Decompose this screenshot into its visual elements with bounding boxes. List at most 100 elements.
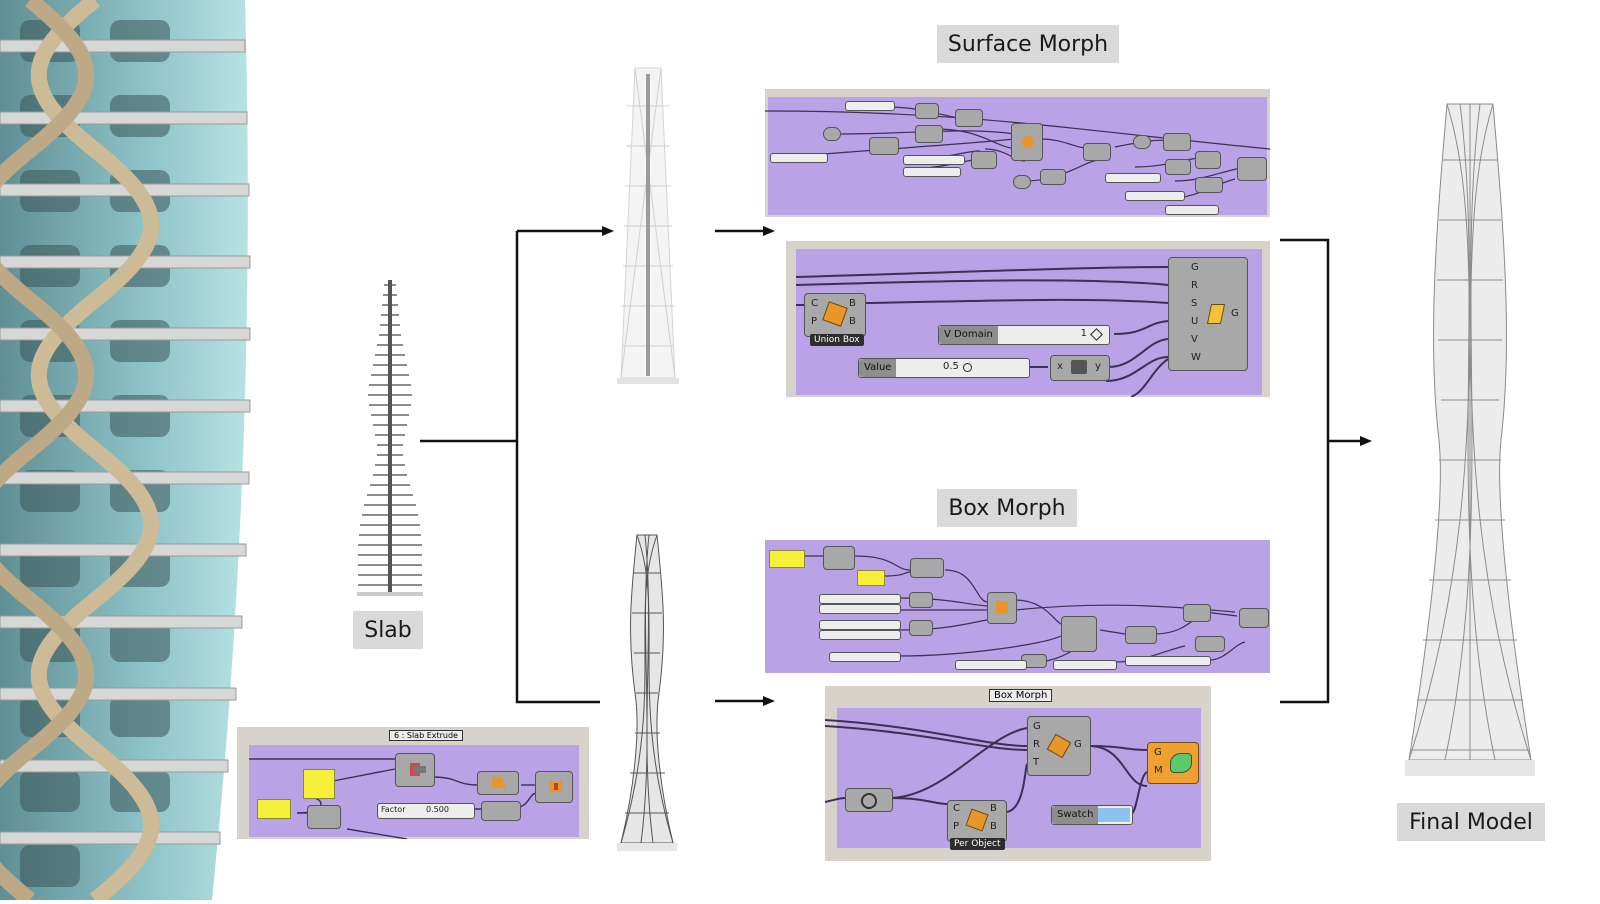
surface-morph-detail-wires xyxy=(795,266,1169,397)
slab-group-title: 6 : Slab Extrude xyxy=(389,730,463,741)
bm-node-10[interactable] xyxy=(1195,636,1225,652)
sm-input-w: W xyxy=(1191,352,1201,363)
geometry-param-node[interactable] xyxy=(845,788,893,812)
bm-slider-6[interactable] xyxy=(955,660,1027,670)
sm-input-s: S xyxy=(1191,298,1198,309)
union-box-node[interactable]: C P B B xyxy=(804,293,866,337)
sm-slider-2[interactable] xyxy=(770,153,828,163)
expression-x: x xyxy=(1057,361,1063,372)
custom-preview-node[interactable]: G M xyxy=(1147,742,1199,784)
bm-node-4[interactable] xyxy=(909,592,933,608)
bm-node-1[interactable] xyxy=(823,546,855,570)
bm-slider-2[interactable] xyxy=(819,604,901,614)
swatch-label: Swatch xyxy=(1052,806,1099,824)
bm-node-7[interactable] xyxy=(1125,626,1157,644)
box-morph-detail-canvas xyxy=(837,708,1201,848)
slab-extrude-node[interactable] xyxy=(395,753,435,787)
surface-morph-node[interactable]: G R S U V W G xyxy=(1168,257,1248,371)
arrow-to-surface-morph xyxy=(715,226,775,236)
sm-slider-1[interactable] xyxy=(845,101,895,111)
slab-label: Slab xyxy=(353,611,423,649)
union-box-port-p: P xyxy=(811,316,818,327)
box-morph-node[interactable]: G R T G xyxy=(1027,716,1091,776)
bm-node-2[interactable] xyxy=(910,558,944,578)
sm-node-7[interactable] xyxy=(1163,133,1191,151)
slab-factor-slider[interactable]: Factor 0.500 xyxy=(377,803,475,819)
union-box-icon xyxy=(822,301,848,327)
per-object-port-c: C xyxy=(953,803,960,814)
sm-node-13[interactable] xyxy=(1040,169,1066,185)
expression-y: y xyxy=(1095,361,1101,372)
value-handle-icon xyxy=(963,363,972,372)
sm-slider-5[interactable] xyxy=(1105,173,1161,183)
bm-slider-5[interactable] xyxy=(829,652,901,662)
sm-slider-6[interactable] xyxy=(1125,191,1185,201)
bm-slider-3[interactable] xyxy=(819,620,901,630)
final-model-tower xyxy=(1405,100,1535,780)
sm-node-14[interactable] xyxy=(823,127,841,141)
surface-morph-label: Surface Morph xyxy=(937,25,1119,63)
bm-slider-1[interactable] xyxy=(819,594,901,604)
per-object-box-icon xyxy=(965,808,989,832)
sm-node-2[interactable] xyxy=(915,125,943,143)
sm-input-u: U xyxy=(1191,316,1199,327)
v-domain-label: V Domain xyxy=(939,326,998,344)
slab-extrude-definition: 6 : Slab Extrude Factor 0.500 xyxy=(237,727,589,839)
v-domain-slider[interactable]: V Domain 1 xyxy=(938,325,1110,345)
per-object-port-b1: B xyxy=(990,803,997,814)
arrow-to-box-morph xyxy=(715,696,775,706)
sm-slider-7[interactable] xyxy=(1165,205,1219,215)
slab-branch-connector xyxy=(420,226,614,704)
sm-node-8[interactable] xyxy=(1195,151,1221,169)
slab-area-node[interactable] xyxy=(307,805,341,829)
box-morph-group-title: Box Morph xyxy=(989,689,1053,702)
union-box-port-b1: B xyxy=(849,298,856,309)
preview-icon xyxy=(1170,753,1192,773)
sm-node-10[interactable] xyxy=(971,151,997,169)
sm-node-15[interactable] xyxy=(1013,175,1031,189)
bm-input-g: G xyxy=(1033,721,1041,732)
sm-node-9[interactable] xyxy=(1237,157,1267,181)
sm-node-16[interactable] xyxy=(1133,135,1151,149)
swatch-color-chip xyxy=(1098,808,1130,822)
bm-slider-8[interactable] xyxy=(1125,656,1211,666)
bm-node-8[interactable] xyxy=(1183,604,1211,622)
slab-yellow-panel-2 xyxy=(257,799,291,819)
sm-slider-3[interactable] xyxy=(903,155,965,165)
sm-slider-4[interactable] xyxy=(903,167,961,177)
value-slider[interactable]: Value 0.5 xyxy=(858,358,1030,378)
expression-node[interactable]: x y xyxy=(1050,355,1110,381)
bm-input-t: T xyxy=(1033,757,1040,768)
sm-node-12[interactable] xyxy=(1195,177,1223,193)
sm-node-11[interactable] xyxy=(1165,159,1191,175)
bm-slider-4[interactable] xyxy=(819,630,901,640)
bm-node-6[interactable] xyxy=(1061,616,1097,652)
slab-factor-label: Factor xyxy=(381,805,406,814)
preview-port-g: G xyxy=(1154,747,1162,758)
sm-node-5[interactable] xyxy=(1011,123,1043,161)
box-morph-detail: Box Morph G R T G C P B B Per Object Swa… xyxy=(825,686,1211,861)
sm-input-g: G xyxy=(1191,262,1199,273)
sm-node-3[interactable] xyxy=(955,109,983,127)
per-object-box-node[interactable]: C P B B xyxy=(947,800,1007,842)
bm-node-3[interactable] xyxy=(987,592,1017,624)
slab-factor-value: 0.500 xyxy=(426,805,449,814)
preview-port-m: M xyxy=(1154,765,1163,776)
slab-move-node[interactable] xyxy=(477,771,519,795)
surface-morph-icon xyxy=(1206,304,1226,324)
slab-geometry-node[interactable] xyxy=(535,771,573,803)
bm-node-9[interactable] xyxy=(1239,608,1269,628)
sm-node-1[interactable] xyxy=(915,103,939,119)
box-morph-tower xyxy=(615,533,679,853)
bm-node-5[interactable] xyxy=(909,620,933,636)
sm-node-6[interactable] xyxy=(1083,143,1111,161)
bm-slider-7[interactable] xyxy=(1053,660,1117,670)
sm-node-4[interactable] xyxy=(869,137,899,155)
per-object-caption: Per Object xyxy=(950,838,1005,850)
structure-render-image xyxy=(0,0,255,904)
swatch-control[interactable]: Swatch xyxy=(1051,805,1133,825)
merge-connector xyxy=(1280,238,1372,704)
slab-yellow-panel-1 xyxy=(303,769,335,799)
expression-icon xyxy=(1071,360,1087,374)
slab-expression-node[interactable] xyxy=(481,801,521,821)
